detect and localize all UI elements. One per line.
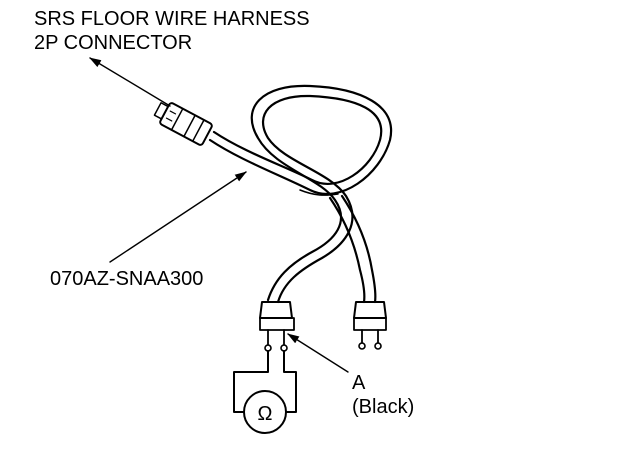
alligator-clip-a-icon — [259, 301, 295, 352]
connector-leader-arrow — [89, 57, 171, 107]
part-number-leader-arrow — [109, 171, 247, 263]
callout-a-label: A — [352, 372, 366, 394]
alligator-clip-right-icon — [353, 301, 387, 350]
callout-a-leader-arrow — [287, 333, 349, 373]
callout-a-color-label: (Black) — [352, 396, 414, 418]
ohmmeter-icon — [243, 390, 287, 434]
2p-connector-icon — [153, 102, 213, 146]
part-number-label: 070AZ-SNAA300 — [50, 268, 203, 290]
connector-title-line2: 2P CONNECTOR — [34, 32, 192, 54]
connector-title-line1: SRS FLOOR WIRE HARNESS — [34, 8, 310, 30]
wire-harness — [208, 84, 393, 304]
ohm-symbol: Ω — [258, 403, 273, 425]
ohmmeter-circuit: Ω — [233, 350, 297, 434]
